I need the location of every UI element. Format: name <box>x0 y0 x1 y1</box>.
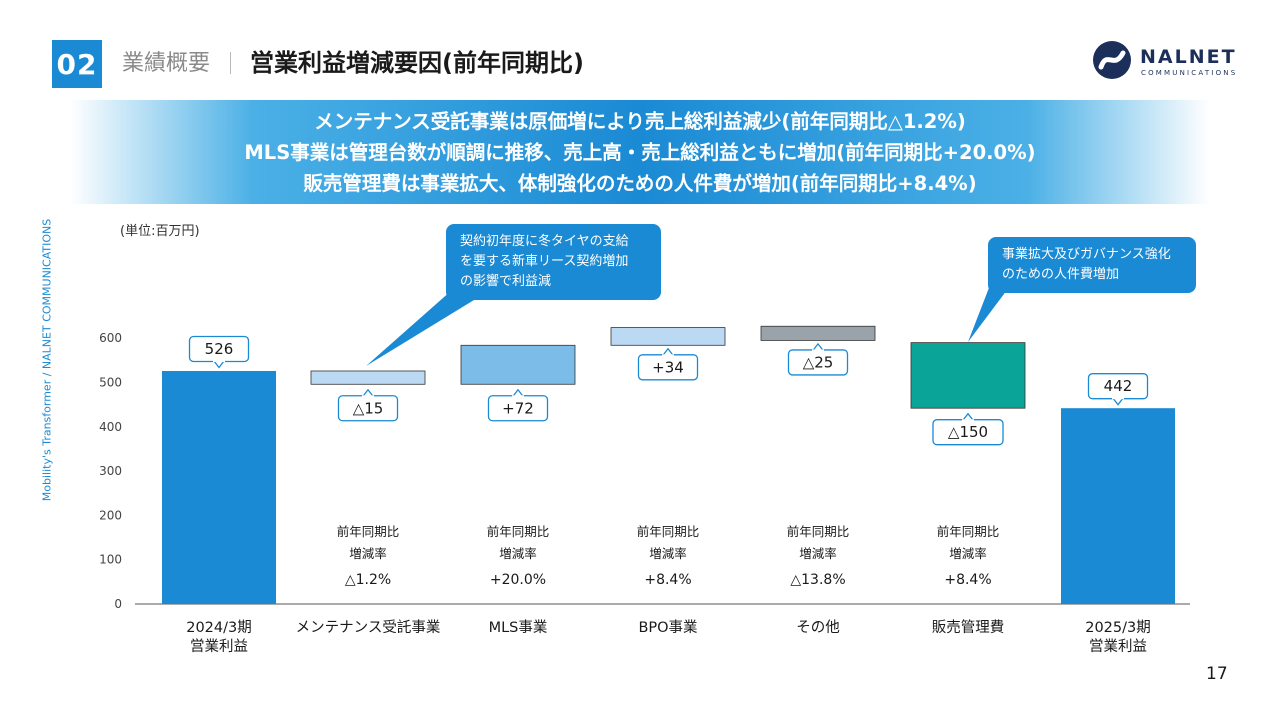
yoy-header-line-1: 前年同期比 <box>637 524 700 539</box>
data-label: △15 <box>353 399 384 417</box>
yoy-rate: +8.4% <box>644 572 691 588</box>
callout-maintenance-tail <box>366 290 474 366</box>
yoy-rate: △13.8% <box>790 572 845 588</box>
logo-subtext: COMMUNICATIONS <box>1141 69 1238 77</box>
data-label: 442 <box>1104 377 1133 395</box>
data-label-pointer-mask <box>213 359 225 362</box>
yoy-header-line-1: 前年同期比 <box>787 524 850 539</box>
category-label: 営業利益 <box>1089 638 1147 655</box>
unit-label: (単位:百万円) <box>120 224 200 239</box>
callout-maintenance: 契約初年度に冬タイヤの支給 を要する新車リース契約増加 の影響で利益減 <box>446 224 661 300</box>
category-label: BPO事業 <box>638 619 697 636</box>
y-tick-label: 600 <box>99 331 122 345</box>
waterfall-bar <box>162 370 276 604</box>
data-label-pointer <box>662 347 674 356</box>
data-label-pointer-mask <box>662 354 674 357</box>
data-label-pointer <box>213 360 225 369</box>
page-number: 17 <box>1206 664 1228 684</box>
data-label-pointer-mask <box>362 395 374 398</box>
data-label-pointer-mask <box>512 395 524 398</box>
yoy-rate: +8.4% <box>944 572 991 588</box>
callout-maintenance-line-2: を要する新車リース契約増加 <box>460 254 629 269</box>
data-label-pointer-mask <box>812 349 824 352</box>
callout-sga-line-1: 事業拡大及びガバナンス強化 <box>1002 247 1171 262</box>
waterfall-bar <box>610 327 726 346</box>
summary-banner: メンテナンス受託事業は原価増により売上総利益減少(前年同期比△1.2%) MLS… <box>70 100 1210 204</box>
category-label: 2025/3期 <box>1085 619 1151 636</box>
category-label: MLS事業 <box>489 619 548 636</box>
data-label: 526 <box>205 340 234 358</box>
callout-maintenance-line-3: の影響で利益減 <box>460 274 552 289</box>
category-label: 営業利益 <box>190 638 248 655</box>
data-label-pointer-mask <box>962 419 974 422</box>
page-title: 営業利益増減要因(前年同期比) <box>250 49 584 77</box>
data-label-pointer <box>1112 397 1124 406</box>
y-tick-label: 0 <box>114 597 122 611</box>
yoy-header-line-2: 増減率 <box>499 546 537 561</box>
logo-wordmark: NALNET <box>1140 46 1237 68</box>
data-label-pointer <box>812 342 824 351</box>
waterfall-bar <box>460 344 576 385</box>
yoy-header-line-1: 前年同期比 <box>937 524 1000 539</box>
yoy-header-line-2: 増減率 <box>799 546 837 561</box>
callout-sga: 事業拡大及びガバナンス強化 のための人件費増加 <box>988 237 1196 293</box>
waterfall-bar <box>760 325 876 341</box>
category-label: その他 <box>796 619 840 636</box>
breadcrumb: 業績概要 <box>122 51 211 76</box>
y-tick-label: 300 <box>99 464 122 478</box>
category-label: 販売管理費 <box>932 619 1005 636</box>
y-tick-label: 200 <box>99 508 122 522</box>
banner-line-3: 販売管理費は事業拡大、体制強化のための人件費が増加(前年同期比+8.4%) <box>303 171 977 195</box>
nalnet-logo-icon <box>1093 41 1131 79</box>
data-label: +72 <box>502 399 534 417</box>
section-number-badge: 02 <box>52 40 102 88</box>
data-label: +34 <box>652 358 684 376</box>
yoy-header-line-2: 増減率 <box>349 546 387 561</box>
waterfall-bar <box>910 342 1026 409</box>
callout-sga-line-2: のための人件費増加 <box>1002 267 1120 282</box>
banner-line-2: MLS事業は管理台数が順調に推移、売上高・売上総利益ともに増加(前年同期比+20… <box>244 140 1036 164</box>
banner-line-1: メンテナンス受託事業は原価増により売上総利益減少(前年同期比△1.2%) <box>314 109 966 133</box>
category-label: メンテナンス受託事業 <box>296 619 441 636</box>
yoy-rate: △1.2% <box>345 572 391 588</box>
y-tick-label: 500 <box>99 376 122 390</box>
yoy-header-line-2: 増減率 <box>649 546 687 561</box>
data-label-pointer-mask <box>1112 396 1124 400</box>
company-logo: NALNET COMMUNICATIONS <box>1092 40 1242 84</box>
breadcrumb-separator <box>230 52 231 74</box>
yoy-header-line-1: 前年同期比 <box>487 524 550 539</box>
category-label: 2024/3期 <box>186 619 252 636</box>
data-label-pointer <box>962 412 974 421</box>
yoy-rate: +20.0% <box>490 572 546 588</box>
callout-sga-tail <box>968 280 1010 342</box>
yoy-header-line-2: 増減率 <box>949 546 987 561</box>
y-tick-label: 400 <box>99 420 122 434</box>
data-label-pointer <box>362 388 374 397</box>
data-label-pointer <box>512 388 524 397</box>
data-label: △25 <box>803 353 834 371</box>
yoy-header-line-1: 前年同期比 <box>337 524 400 539</box>
waterfall-bar <box>1061 408 1175 604</box>
waterfall-bar <box>310 370 426 385</box>
callout-maintenance-line-1: 契約初年度に冬タイヤの支給 <box>460 234 629 249</box>
y-tick-label: 100 <box>99 553 122 567</box>
data-label: △150 <box>948 423 988 441</box>
